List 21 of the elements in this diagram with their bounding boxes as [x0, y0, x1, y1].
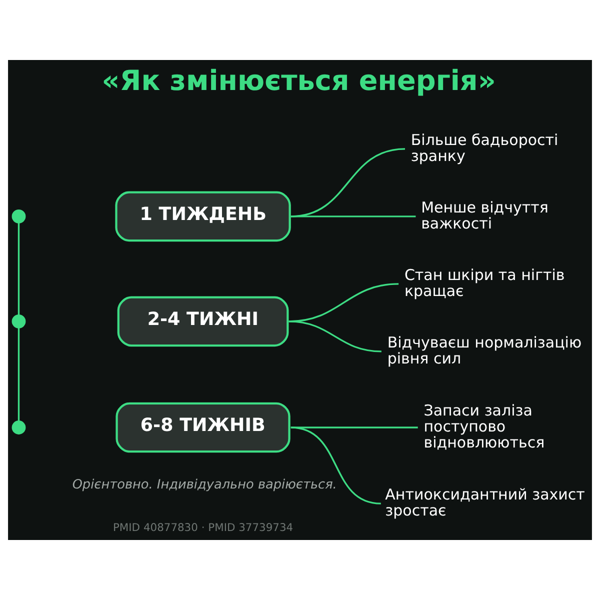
node-box: 2-4 ТИЖНІ	[117, 296, 289, 347]
node-box: 1 ТИЖДЕНЬ	[115, 191, 291, 242]
node-text: Менше відчуття важкості	[421, 198, 548, 232]
caption: Орієнтовно. Індивідуально варіюється.	[72, 478, 337, 493]
connector	[290, 426, 418, 428]
connector	[290, 216, 416, 218]
diagram-title: «Як змінюється енергія»	[102, 64, 496, 97]
node-circle	[12, 314, 26, 328]
node-box: 6-8 ТИЖНІВ	[116, 402, 290, 453]
label: PMID 40877830 · PMID 37739734	[112, 520, 294, 534]
node-text: Запаси заліза поступово відновлюються	[424, 401, 545, 452]
node-circle	[12, 209, 26, 224]
node-text: Більше бадьорості зранку	[410, 130, 558, 165]
connector	[18, 222, 20, 315]
node-circle	[12, 420, 26, 434]
node-text: Антиоксидантний захист зростає	[385, 486, 585, 520]
connector	[290, 426, 381, 504]
node-text: Відчуваєш нормалізацію рівня сил	[387, 333, 582, 368]
connector	[288, 320, 382, 352]
connector	[18, 328, 20, 421]
node-text: Стан шкіри та нігтів кращає	[404, 266, 565, 300]
